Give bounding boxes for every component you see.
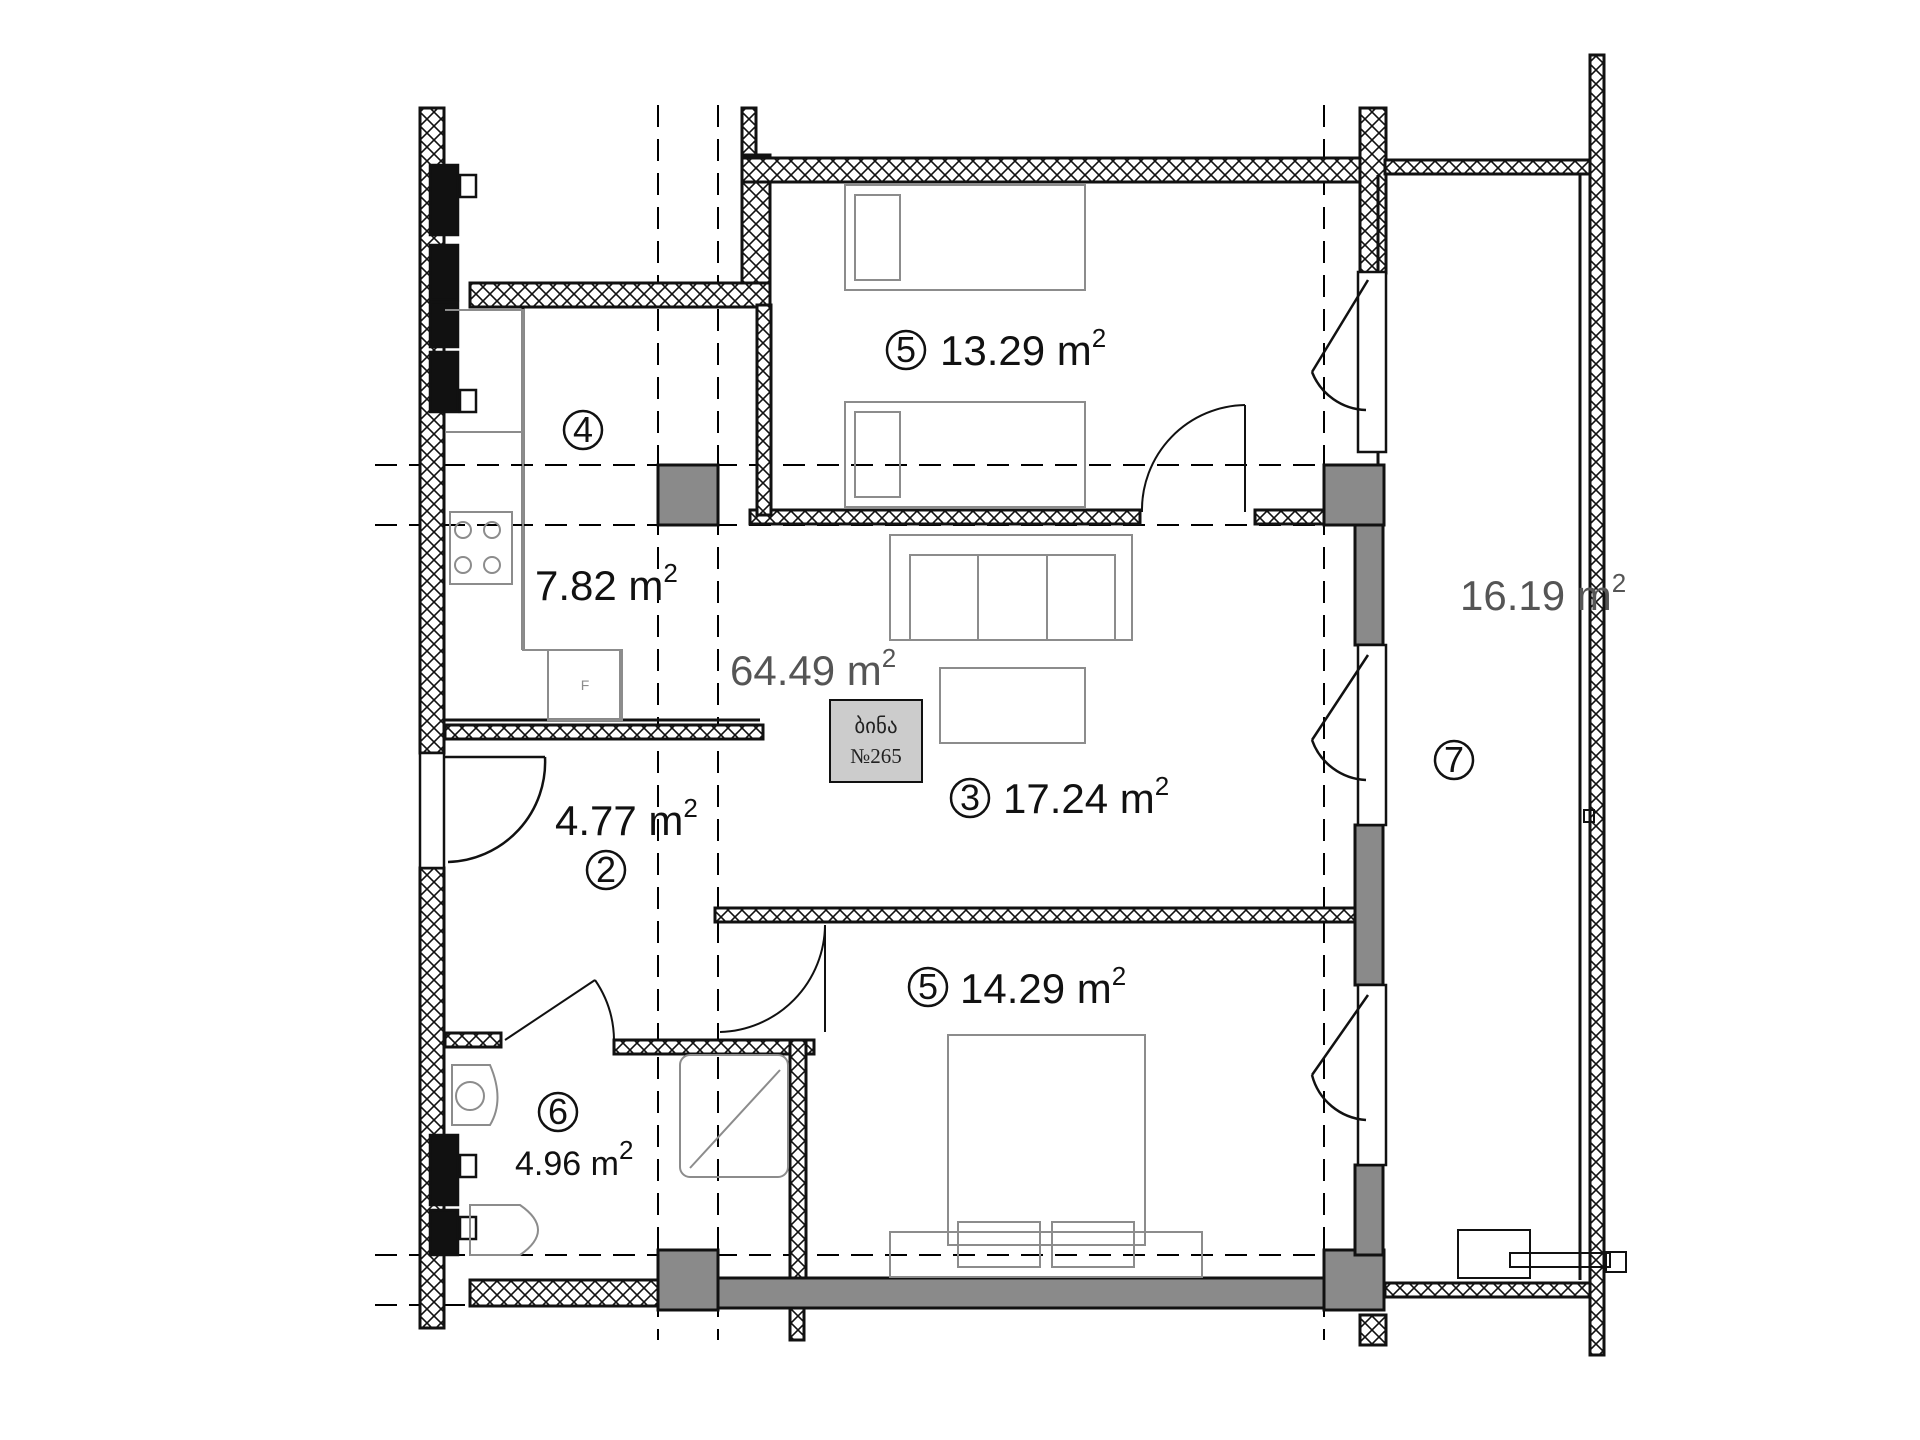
entrance-door <box>418 751 547 870</box>
room-number-circles <box>537 329 1475 1133</box>
area-balcony: 16.19 m2 <box>1460 568 1626 619</box>
bedroom2-bed <box>889 1034 1203 1278</box>
interior-doors <box>504 404 1246 1041</box>
balcony-unit <box>1457 809 1627 1279</box>
room-number-bedroom-1: 5 <box>896 329 916 370</box>
room-number-bathroom: 6 <box>548 1091 568 1132</box>
area-kitchen: 7.82 m2 <box>535 558 678 609</box>
area-bedroom-1: 13.29 m2 <box>940 323 1106 374</box>
room-number-kitchen: 4 <box>573 409 593 450</box>
room-number-balcony: 7 <box>1444 739 1464 780</box>
stamp-line1: ბინა <box>854 714 897 738</box>
stamp-line2: №265 <box>850 744 902 768</box>
room-number-hall: 2 <box>596 849 616 890</box>
room-number-bedroom-2: 5 <box>918 966 938 1007</box>
columns <box>656 463 1386 1312</box>
area-hall: 4.77 m2 <box>555 793 698 844</box>
kitchen-furniture <box>445 309 623 721</box>
apartment-stamp: ბინა №265 <box>829 699 923 783</box>
area-bathroom: 4.96 m2 <box>515 1135 633 1183</box>
room-number-living: 3 <box>960 777 980 818</box>
bathroom-fixtures <box>451 1054 789 1256</box>
living-furniture <box>889 534 1133 744</box>
area-total: 64.49 m2 <box>730 643 896 694</box>
bedroom1-beds <box>844 184 1086 508</box>
walls <box>418 53 1606 1357</box>
balcony-doors <box>1310 270 1388 1167</box>
fridge-label: F <box>581 677 590 693</box>
area-bedroom-2: 14.29 m2 <box>960 961 1126 1012</box>
area-living: 17.24 m2 <box>1003 771 1169 822</box>
left-windows <box>428 163 478 1257</box>
